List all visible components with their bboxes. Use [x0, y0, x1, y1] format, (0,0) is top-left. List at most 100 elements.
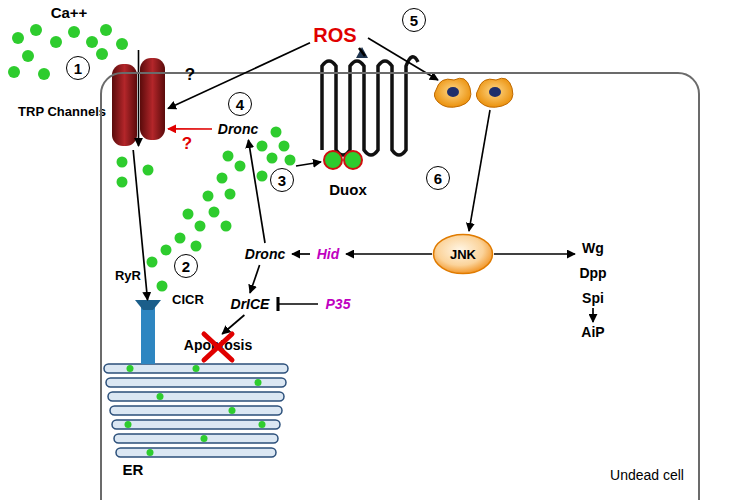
- calcium-ion: [96, 48, 108, 60]
- blocked-cross: [204, 334, 232, 360]
- signal-arrow: [469, 110, 490, 231]
- calcium-ion: [271, 127, 282, 138]
- callout-number: 5: [402, 8, 426, 32]
- calcium-ion: [157, 281, 168, 292]
- er-cisterna: [116, 448, 276, 457]
- callout-number: 3: [270, 168, 294, 192]
- ros-molecule: ROS: [310, 22, 360, 48]
- calcium-ion: [191, 241, 202, 252]
- callout-number: 1: [66, 56, 90, 80]
- node-text: Undead cell: [602, 466, 692, 484]
- calcium-ion: [147, 449, 154, 456]
- calcium-ion: [221, 221, 232, 232]
- calcium-ion: [203, 191, 214, 202]
- calcium-ion: [68, 26, 80, 38]
- calcium-ion: [193, 365, 200, 372]
- pathway-arrow: [248, 140, 265, 243]
- node-text: ER: [118, 460, 148, 478]
- node-text: TRP Channels: [0, 102, 106, 120]
- pathway-arrow: [359, 48, 365, 56]
- gene-label: Dronc: [212, 118, 264, 140]
- pathway-arrow: [346, 253, 432, 255]
- callout-number: 4: [228, 92, 252, 116]
- activation-arrow: [296, 162, 321, 166]
- calcium-ion: [50, 36, 62, 48]
- calcium-ion: [143, 165, 154, 176]
- calcium-ion: [201, 435, 208, 442]
- calcium-ion: [117, 157, 128, 168]
- calcium-ion: [229, 407, 236, 414]
- edge-label: ?: [183, 64, 197, 84]
- calcium-ion: [257, 141, 268, 152]
- er-cisterna: [104, 364, 288, 373]
- calcium-ion: [12, 32, 24, 44]
- question-mark: ?: [180, 133, 194, 153]
- node-text: ROS: [310, 22, 360, 48]
- kinase-ellipse: JNK: [432, 233, 494, 275]
- ryanodine-receptor: [141, 306, 155, 364]
- signal-label: Spi: [575, 288, 611, 308]
- channel-subunit: [140, 58, 165, 140]
- callout-number: 6: [426, 166, 450, 190]
- er-cisterna: [112, 420, 280, 429]
- calcium-ion: [117, 177, 128, 188]
- calcium-ion: [157, 393, 164, 400]
- ion-label: Ca++: [42, 2, 96, 22]
- node-text: Wg: [575, 238, 611, 258]
- node-text: Dpp: [575, 263, 611, 283]
- endoplasmic-reticulum: ER: [102, 300, 300, 470]
- calcium-ion: [147, 257, 158, 268]
- er-cisterna: [114, 434, 278, 443]
- node-text: P35: [318, 293, 358, 315]
- pathway-arrow: [250, 265, 260, 293]
- hemocyte-nucleus: [489, 87, 501, 97]
- gene-label: Dronc: [238, 243, 292, 265]
- ros-pointer: [356, 47, 368, 58]
- pathway-arrow: [494, 253, 575, 255]
- pathway-arrow: [278, 303, 318, 305]
- hemocyte: [434, 78, 470, 107]
- calcium-ion: [257, 171, 268, 182]
- calcium-ion: [125, 421, 132, 428]
- calcium-ion: [217, 173, 228, 184]
- blocked-cross: [204, 334, 232, 360]
- ef-hand: [344, 151, 362, 169]
- calcium-ion: [8, 66, 20, 78]
- duox-enzyme: Duox: [305, 56, 425, 198]
- calcium-ion: [22, 50, 34, 62]
- node-text: Dronc: [212, 118, 264, 140]
- signal-label: Dpp: [575, 263, 611, 283]
- outcome-label: AiP: [575, 322, 611, 342]
- caspase-label: DrICE: [222, 293, 278, 315]
- node-text: AiP: [575, 322, 611, 342]
- calcium-ion: [285, 155, 296, 166]
- calcium-ion: [100, 24, 112, 36]
- calcium-ion: [86, 36, 98, 48]
- er-cisterna: [110, 406, 282, 415]
- node-text: Duox: [305, 180, 391, 198]
- ef-hand: [324, 151, 342, 169]
- node-text: Dronc: [238, 243, 292, 265]
- pathway-arrow: [222, 315, 244, 334]
- node-text: Apoptosis: [176, 334, 260, 356]
- hemocyte: [476, 78, 512, 107]
- pathway-arrow: [292, 253, 310, 255]
- pathway-arrow: [168, 128, 212, 130]
- calcium-ion: [259, 421, 266, 428]
- calcium-ion: [195, 221, 206, 232]
- calcium-ion: [175, 233, 186, 244]
- calcium-ion: [235, 161, 246, 172]
- outcome-label: Apoptosis: [176, 334, 260, 356]
- calcium-ion: [161, 245, 172, 256]
- calcium-ion: [183, 209, 194, 220]
- calcium-ion: [267, 153, 278, 164]
- signal-label: Wg: [575, 238, 611, 258]
- calcium-ion: [255, 379, 262, 386]
- er-cisterna: [106, 378, 286, 387]
- node-text: DrICE: [222, 293, 278, 315]
